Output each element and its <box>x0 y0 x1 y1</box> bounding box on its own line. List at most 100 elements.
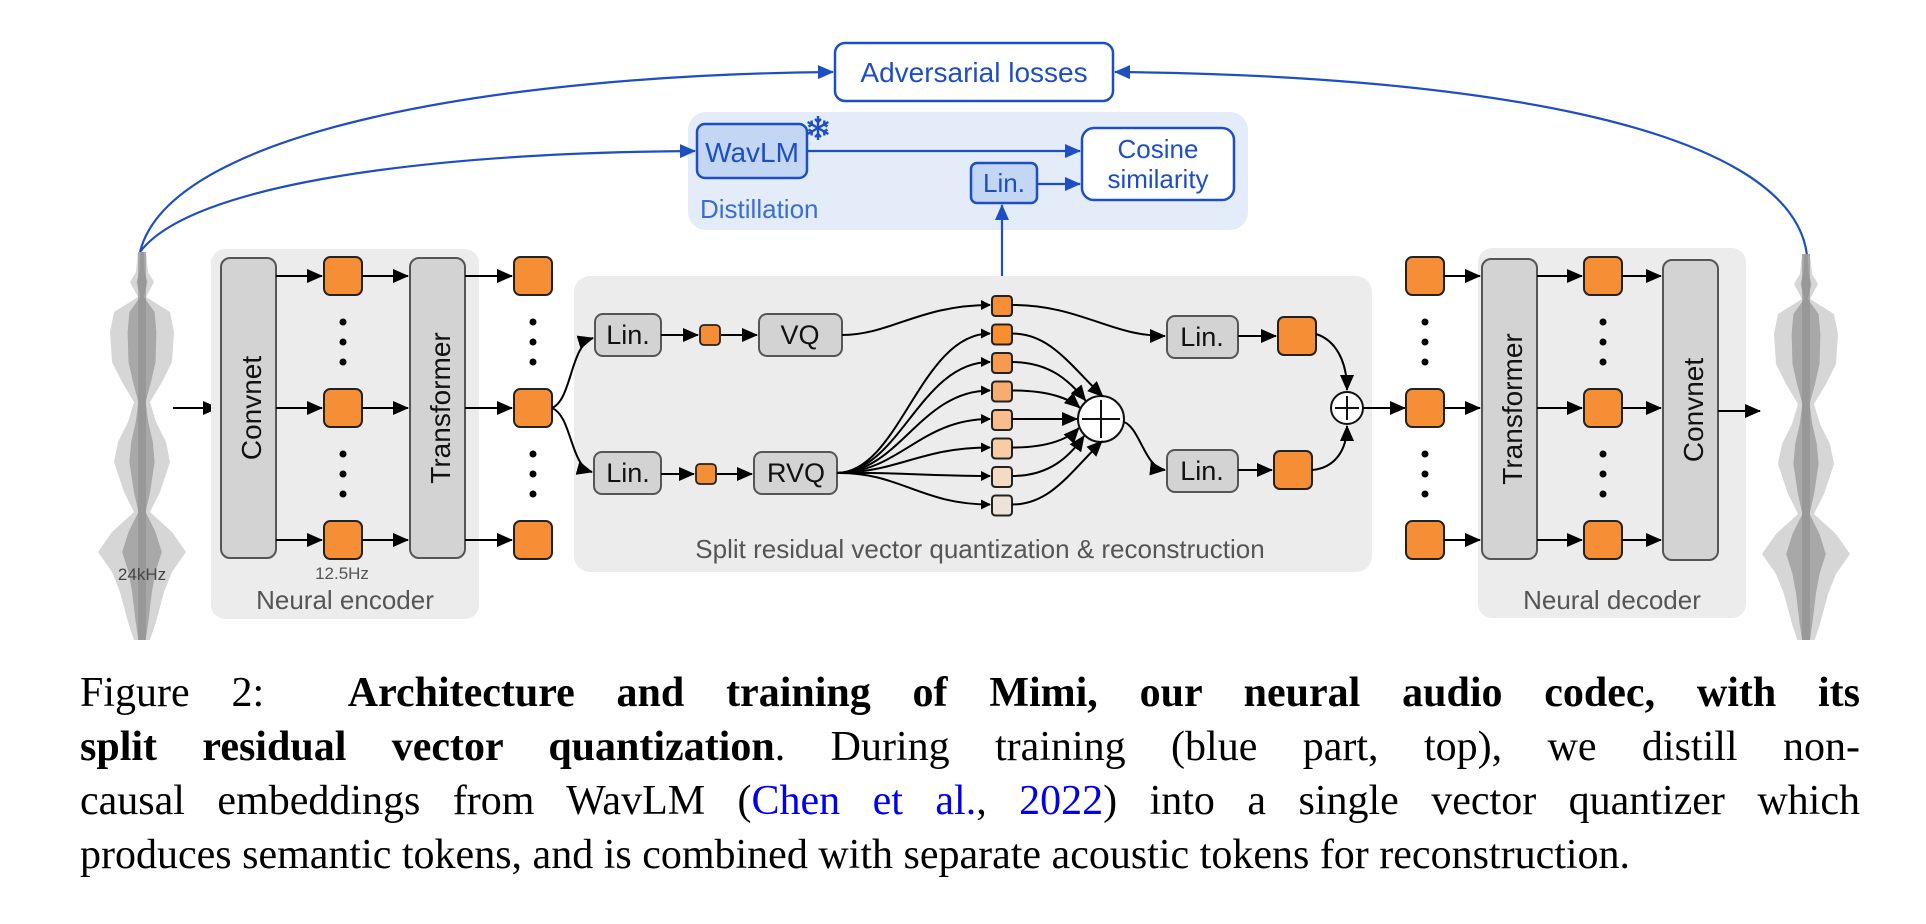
decoder-label: Neural decoder <box>1523 585 1701 615</box>
decoder-transformer-block: Transformer <box>1481 258 1538 560</box>
acoustic-token-to-sum-arrow <box>1011 440 1103 506</box>
input-to-adversarial-arrow <box>138 65 834 253</box>
rvq-pre-token <box>695 463 717 485</box>
quantizer-panel: Split residual vector quantization & rec… <box>574 276 1372 572</box>
waveform-core <box>138 252 146 640</box>
caption-line-3: causal embeddings from WavLM (Chen et al… <box>80 774 1860 828</box>
ellipsis-icon <box>339 318 347 326</box>
ellipsis-icon <box>1421 470 1429 478</box>
input-rate-label: 24kHz <box>118 565 166 584</box>
caption-text: causal embeddings from WavLM ( <box>80 778 752 824</box>
adversarial-losses-box: Adversarial losses <box>833 41 1115 103</box>
citation-author-link[interactable]: Chen et al. <box>751 778 977 824</box>
distillation-label: Distillation <box>700 194 819 224</box>
acoustic-token-to-sum-arrow <box>1311 425 1354 471</box>
split-to-vq-lin-arrow <box>551 335 594 409</box>
decoder-latent-token <box>1583 256 1623 296</box>
vq-pre-token <box>699 324 721 346</box>
ellipsis-icon <box>1599 338 1607 346</box>
adversarial-losses-label: Adversarial losses <box>860 57 1087 88</box>
quantized-token-4 <box>991 380 1013 403</box>
citation-year-link[interactable]: 2022 <box>1019 778 1104 824</box>
ellipsis-icon <box>529 470 537 478</box>
decoder-input-token <box>1405 520 1445 560</box>
acoustic-token-to-sum-arrow <box>1011 427 1080 449</box>
rvq-to-acoustic-token-arrow <box>836 442 991 474</box>
final-sum-node <box>1330 391 1364 425</box>
output-waveform-icon <box>1762 254 1850 640</box>
encoder-convnet-block: Convnet <box>220 257 277 559</box>
ellipsis-icon <box>529 318 537 326</box>
rvq-label: RVQ <box>767 458 825 488</box>
sum-to-acoustic-lin-arrow <box>1123 421 1166 476</box>
ellipsis-icon <box>1421 450 1429 458</box>
wavlm-label: WavLM <box>705 137 799 168</box>
semantic-token-to-lin-arrow <box>1011 304 1166 343</box>
rvq-lin-label: Lin. <box>606 458 650 488</box>
caption-text: produces semantic tokens, and is combine… <box>80 832 1631 878</box>
quantized-token-2 <box>991 323 1013 346</box>
rvq-sum-node <box>1077 395 1125 443</box>
acoustic-token-to-sum-arrow <box>1011 361 1087 402</box>
ellipsis-icon <box>1599 490 1607 498</box>
ellipsis-icon <box>1421 338 1429 346</box>
input-waveform-icon <box>98 252 186 640</box>
ellipsis-icon <box>1421 318 1429 326</box>
acoustic-lin-label: Lin. <box>1180 456 1224 486</box>
ellipsis-icon <box>1599 318 1607 326</box>
encoder-latent-token <box>323 256 363 296</box>
distill-lin-label: Lin. <box>983 168 1025 198</box>
cosine-label-line1: Cosine <box>1118 134 1199 164</box>
vq-lin-label: Lin. <box>606 320 650 350</box>
caption-text: , <box>976 778 1020 824</box>
semantic-lin-block: Lin. <box>1166 315 1239 359</box>
encoder-transformer-label: Transformer <box>425 332 456 483</box>
rvq-to-acoustic-token-arrow <box>836 328 991 474</box>
quantized-token-6 <box>991 437 1013 460</box>
frame-rate-label: 12.5Hz <box>315 564 369 583</box>
ellipsis-icon <box>339 338 347 346</box>
rvq-block: RVQ <box>753 451 838 495</box>
ellipsis-icon <box>1421 358 1429 366</box>
rvq-to-acoustic-token-arrow <box>836 357 991 474</box>
cosine-label-line2: similarity <box>1107 164 1208 194</box>
decoder-tokens <box>1405 256 1662 560</box>
ellipsis-icon <box>529 338 537 346</box>
decoder-convnet-label: Convnet <box>1678 358 1709 463</box>
neural-decoder-panel: Neural decoder Transformer Convnet <box>1478 248 1746 618</box>
quantized-token-8 <box>991 494 1013 517</box>
rvq-to-acoustic-token-arrow <box>836 471 991 510</box>
acoustic-recon-token <box>1273 450 1313 490</box>
caption-line-4: produces semantic tokens, and is combine… <box>80 828 1860 882</box>
rvq-to-acoustic-token-arrow <box>836 414 991 474</box>
vq-lin-block: Lin. <box>594 313 662 357</box>
acoustic-token-to-sum-arrow <box>1011 332 1104 398</box>
ellipsis-icon <box>1599 470 1607 478</box>
quantized-token-1 <box>991 295 1013 317</box>
semantic-lin-label: Lin. <box>1180 322 1224 352</box>
acoustic-token-to-sum-arrow <box>1011 389 1081 409</box>
output-to-adversarial-arrow <box>1114 65 1809 256</box>
ellipsis-icon <box>339 450 347 458</box>
wavlm-block: WavLM <box>695 122 809 180</box>
ellipsis-icon <box>529 450 537 458</box>
caption-bold-title-cont: split residual vector quantization <box>80 724 775 770</box>
neural-encoder-panel: Neural encoder 12.5Hz Convnet Transforme… <box>211 249 479 619</box>
caption-prefix: Figure 2: <box>80 670 265 716</box>
semantic-recon-token <box>1277 316 1317 356</box>
acoustic-lin-block: Lin. <box>1166 449 1239 493</box>
ellipsis-icon <box>1599 450 1607 458</box>
encoder-convnet-label: Convnet <box>236 356 267 461</box>
waveform-core <box>1802 254 1810 640</box>
decoder-latent-token <box>1583 520 1623 560</box>
encoder-output-token <box>513 388 553 428</box>
decoder-convnet-block: Convnet <box>1662 259 1719 561</box>
caption-bold-title: Architecture and training of Mimi, our n… <box>347 670 1861 716</box>
snowflake-icon <box>807 116 829 140</box>
semantic-token-to-sum-arrow <box>1315 333 1354 391</box>
ellipsis-icon <box>339 470 347 478</box>
distill-lin-block: Lin. <box>969 161 1039 205</box>
caption-text: . During training (blue part, top), we d… <box>774 724 1860 770</box>
quantizer-edges <box>551 300 1166 510</box>
rvq-to-acoustic-token-arrow <box>836 470 991 481</box>
